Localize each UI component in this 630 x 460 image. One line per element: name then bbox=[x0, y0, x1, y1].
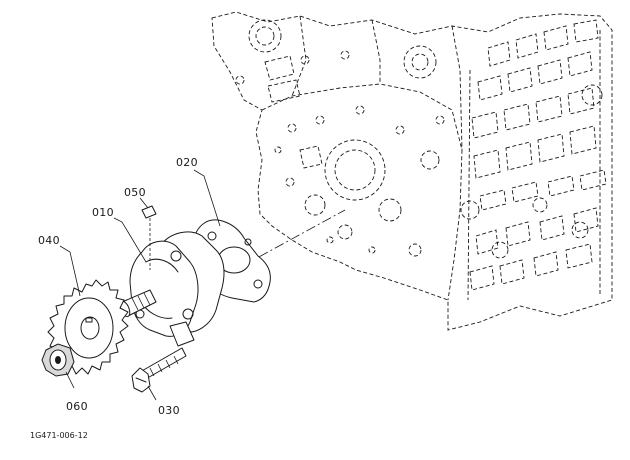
leader-lines bbox=[59, 169, 221, 401]
callout-010: 010 bbox=[92, 206, 114, 219]
document-id: 1G471-006-12 bbox=[30, 431, 88, 440]
engine-block bbox=[211, 11, 613, 331]
callout-050: 050 bbox=[124, 186, 146, 199]
callout-040: 040 bbox=[38, 234, 60, 247]
oil-pump-010 bbox=[119, 231, 225, 347]
callout-020: 020 bbox=[176, 156, 198, 169]
nut-060 bbox=[41, 343, 75, 377]
bolt-030 bbox=[131, 347, 187, 393]
callout-030: 030 bbox=[158, 404, 180, 417]
key-pin-050 bbox=[141, 205, 157, 270]
callout-060: 060 bbox=[66, 400, 88, 413]
